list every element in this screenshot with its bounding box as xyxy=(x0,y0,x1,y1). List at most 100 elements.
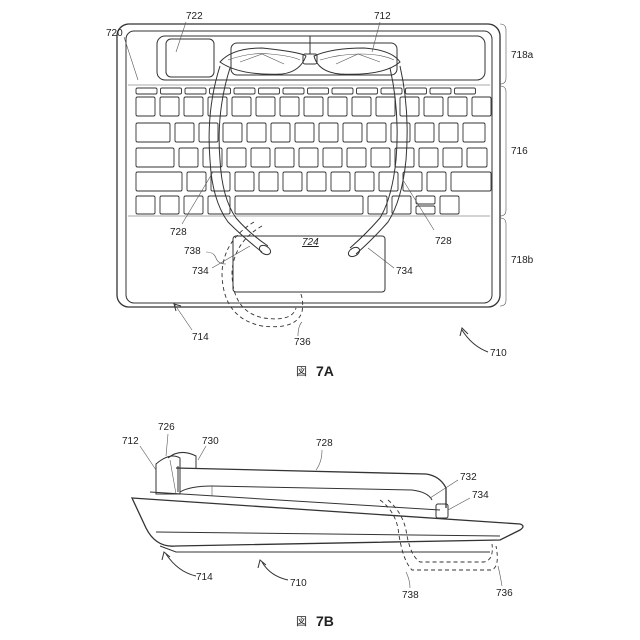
strap-dashed-7b-inner xyxy=(388,500,492,562)
lens-left-fold xyxy=(240,54,284,64)
temple-left-tip xyxy=(258,244,272,257)
keyboard-key xyxy=(400,97,419,116)
leader-7b-736 xyxy=(498,566,502,586)
label-712: 712 xyxy=(374,11,391,22)
keyboard-key xyxy=(392,196,411,214)
leader-7b-728 xyxy=(316,450,322,470)
keyboard-key xyxy=(367,123,386,142)
keyboard-key xyxy=(463,123,485,142)
leader-7b-732 xyxy=(430,480,458,498)
keyboard-key xyxy=(247,123,266,142)
label-724: 724 xyxy=(302,237,319,248)
label-716: 716 xyxy=(511,146,528,157)
leader-7b-714 xyxy=(166,554,196,576)
keyboard-key xyxy=(304,97,323,116)
figure-7a: 722 712 720 718a 716 728 728 724 738 734… xyxy=(106,11,534,379)
function-key xyxy=(136,88,157,94)
label-718a: 718a xyxy=(511,50,534,61)
lens-right-inner xyxy=(320,54,394,60)
keyboard-key xyxy=(256,97,275,116)
keyboard-keys xyxy=(136,88,491,214)
space-bar xyxy=(235,196,363,214)
arrow-710-head xyxy=(460,328,468,336)
keyboard-key xyxy=(295,123,314,142)
leader-7b-734 xyxy=(448,498,470,510)
keyboard-key xyxy=(448,97,467,116)
label-714: 714 xyxy=(192,332,209,343)
keyboard-key xyxy=(184,97,203,116)
keyboard-key xyxy=(280,97,299,116)
keyboard-key xyxy=(160,196,179,214)
keyboard-key xyxy=(368,196,387,214)
keyboard-key xyxy=(440,196,459,214)
arrow-key xyxy=(416,206,435,214)
function-key xyxy=(283,88,304,94)
label-7b-726: 726 xyxy=(158,422,175,433)
keyboard-key xyxy=(160,97,179,116)
leader-734-right xyxy=(368,248,394,268)
keyboard-key xyxy=(331,172,350,191)
leader-7b-712 xyxy=(140,446,156,470)
tray-722 xyxy=(166,39,214,77)
label-722: 722 xyxy=(186,11,203,22)
leader-722 xyxy=(176,22,186,52)
keyboard-key xyxy=(136,196,155,214)
leader-714 xyxy=(175,305,192,330)
bracket-718b xyxy=(500,218,506,306)
function-key xyxy=(259,88,280,94)
keyboard-key xyxy=(271,123,290,142)
keyboard-key xyxy=(472,97,491,116)
eyeglasses-7a xyxy=(209,36,407,258)
keyboard-key xyxy=(136,97,155,116)
keyboard-key xyxy=(419,148,438,167)
label-734-right: 734 xyxy=(396,266,413,277)
keyboard-key xyxy=(427,172,446,191)
function-key xyxy=(210,88,231,94)
keyboard-key xyxy=(376,97,395,116)
function-key xyxy=(455,88,476,94)
function-key xyxy=(381,88,402,94)
lens-left-inner xyxy=(228,54,300,60)
keyboard-key xyxy=(235,172,254,191)
strap-dashed-outer xyxy=(222,222,303,327)
leader-712 xyxy=(372,22,380,52)
keyboard-key xyxy=(136,148,174,167)
keyboard-key xyxy=(352,97,371,116)
keyboard-key xyxy=(251,148,270,167)
caption-7a-number: 7A xyxy=(316,363,334,379)
leader-7b-726 xyxy=(166,434,168,456)
keyboard-key xyxy=(223,123,242,142)
lens-right-fold xyxy=(336,54,380,64)
leader-736 xyxy=(298,322,302,336)
keyboard-side-base xyxy=(160,546,490,552)
keyboard-key xyxy=(379,172,398,191)
keyboard-key xyxy=(136,123,170,142)
function-key xyxy=(185,88,206,94)
label-7b-738: 738 xyxy=(402,590,419,601)
leader-7b-714-head xyxy=(162,552,170,560)
arrow-710 xyxy=(462,330,488,352)
lens-inner-line xyxy=(170,460,176,494)
lens-top-730 xyxy=(168,452,196,468)
caption-7b-kanji: 図 xyxy=(296,615,307,628)
function-key xyxy=(406,88,427,94)
lens-right xyxy=(314,48,400,74)
caption-7b-number: 7B xyxy=(316,613,334,629)
keyboard-key xyxy=(347,148,366,167)
label-7b-728: 728 xyxy=(316,438,333,449)
keyboard-key xyxy=(371,148,390,167)
label-7b-714: 714 xyxy=(196,572,213,583)
keyboard-key xyxy=(467,148,487,167)
keyboard-side-bottom xyxy=(156,532,500,536)
function-key xyxy=(357,88,378,94)
figure-7b: 712 726 730 728 732 734 714 710 738 736 … xyxy=(122,422,523,629)
label-710: 710 xyxy=(490,348,507,359)
bracket-718a xyxy=(500,24,506,84)
caption-7a-kanji: 図 xyxy=(296,365,307,378)
keyboard-key xyxy=(175,123,194,142)
keyboard-key xyxy=(323,148,342,167)
lens-left xyxy=(220,48,306,74)
leader-7b-730 xyxy=(198,446,206,460)
keyboard-key xyxy=(227,148,246,167)
